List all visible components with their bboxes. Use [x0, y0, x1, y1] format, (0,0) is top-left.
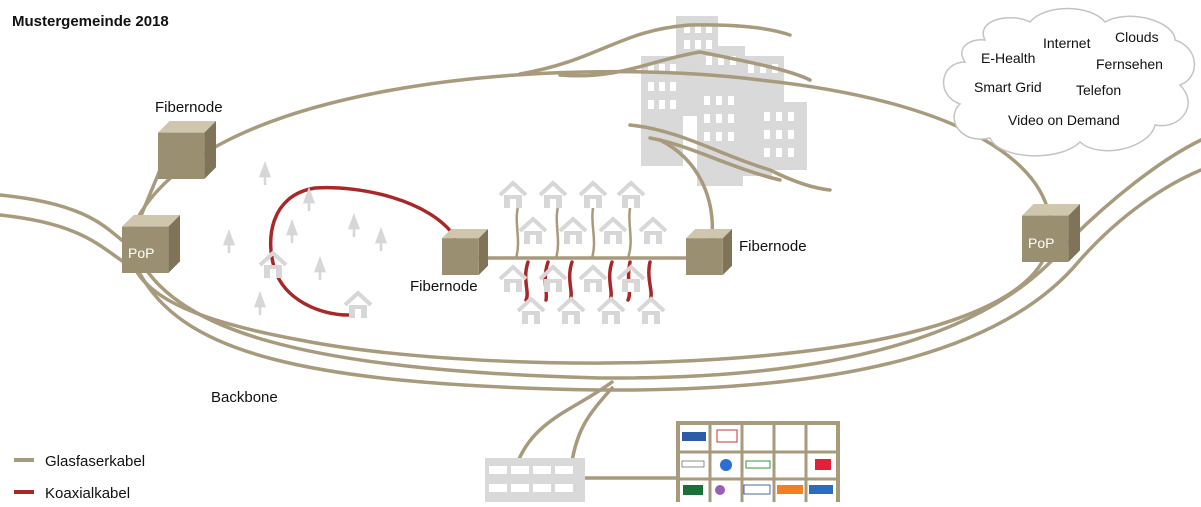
pop-label-left: PoP [128, 245, 154, 261]
cloud-service-clouds: Clouds [1115, 29, 1159, 45]
house-icon [538, 181, 568, 210]
house-icon [616, 181, 646, 210]
tv-channel-grid [676, 421, 840, 507]
pop-label-right: PoP [1028, 235, 1054, 251]
house-icon [558, 217, 588, 246]
tree-icons [222, 160, 388, 316]
coax-street-6 [647, 260, 653, 302]
tree-icon [258, 160, 272, 186]
house-icon [498, 265, 528, 294]
house-icon [598, 217, 628, 246]
fiber-to-fibernode-right [658, 138, 715, 240]
house-icon [616, 265, 646, 294]
diagram-title: Mustergemeinde 2018 [12, 13, 169, 30]
fiber-cables [0, 23, 1201, 480]
cloud-service-internet: Internet [1043, 35, 1091, 51]
house-icon [498, 181, 528, 210]
tree-icon [347, 212, 361, 238]
coax-street-3 [567, 260, 574, 302]
cloud-service-vod: Video on Demand [1008, 112, 1120, 128]
house-icon [596, 297, 626, 326]
pop-cube-icon [1022, 204, 1080, 262]
fiber-to-buildings-c [628, 123, 832, 192]
office-block-icon [485, 458, 585, 502]
fibernode-cube-icon [158, 121, 216, 179]
tree-icon [285, 218, 299, 244]
cloud-icon: Internet Clouds E-Health Fernsehen Smart… [943, 7, 1196, 157]
fiber-to-buildings-b [558, 50, 812, 82]
fiber-ring [126, 69, 1053, 365]
tree-icon [313, 255, 327, 281]
house-icon [578, 265, 608, 294]
cloud-service-telefon: Telefon [1076, 82, 1121, 98]
fiber-to-office-a [513, 380, 614, 472]
label-fibernode-center: Fibernode [410, 278, 478, 295]
house-icon [638, 217, 668, 246]
pop-node-left: PoP [122, 215, 180, 273]
coax-street-4 [607, 260, 614, 302]
legend-label-fiber: Glasfaserkabel [45, 453, 145, 470]
cloud-service-smart-grid: Smart Grid [974, 79, 1042, 95]
house-icon [636, 297, 666, 326]
legend-label-coax: Koaxialkabel [45, 485, 130, 502]
house-icon [518, 217, 548, 246]
house-icon [516, 297, 546, 326]
fiber-to-buildings-a [518, 23, 792, 76]
tree-icon [374, 226, 388, 252]
pop-node-right: PoP [1022, 204, 1080, 262]
coax-loop-rural [268, 185, 457, 317]
tv-channel-logo-icon [681, 429, 833, 495]
label-fibernode-top: Fibernode [155, 99, 223, 116]
tree-icon [253, 290, 267, 316]
house-icon [556, 297, 586, 326]
tree-icon [222, 228, 236, 254]
cloud-service-fernsehen: Fernsehen [1096, 56, 1163, 72]
coax-street-1 [523, 260, 530, 302]
pop-cube-icon [122, 215, 180, 273]
fibernode-cube-icon [686, 229, 732, 275]
fiber-to-fibernode-top [138, 168, 162, 220]
house-icon [578, 181, 608, 210]
street-fiber-branches [514, 199, 634, 259]
fibernode-cube-icon [442, 229, 488, 275]
legend: Glasfaserkabel Koaxialkabel [14, 453, 145, 502]
label-fibernode-right: Fibernode [739, 238, 807, 255]
cloud-service-ehealth: E-Health [981, 50, 1035, 66]
label-backbone: Backbone [211, 389, 278, 406]
